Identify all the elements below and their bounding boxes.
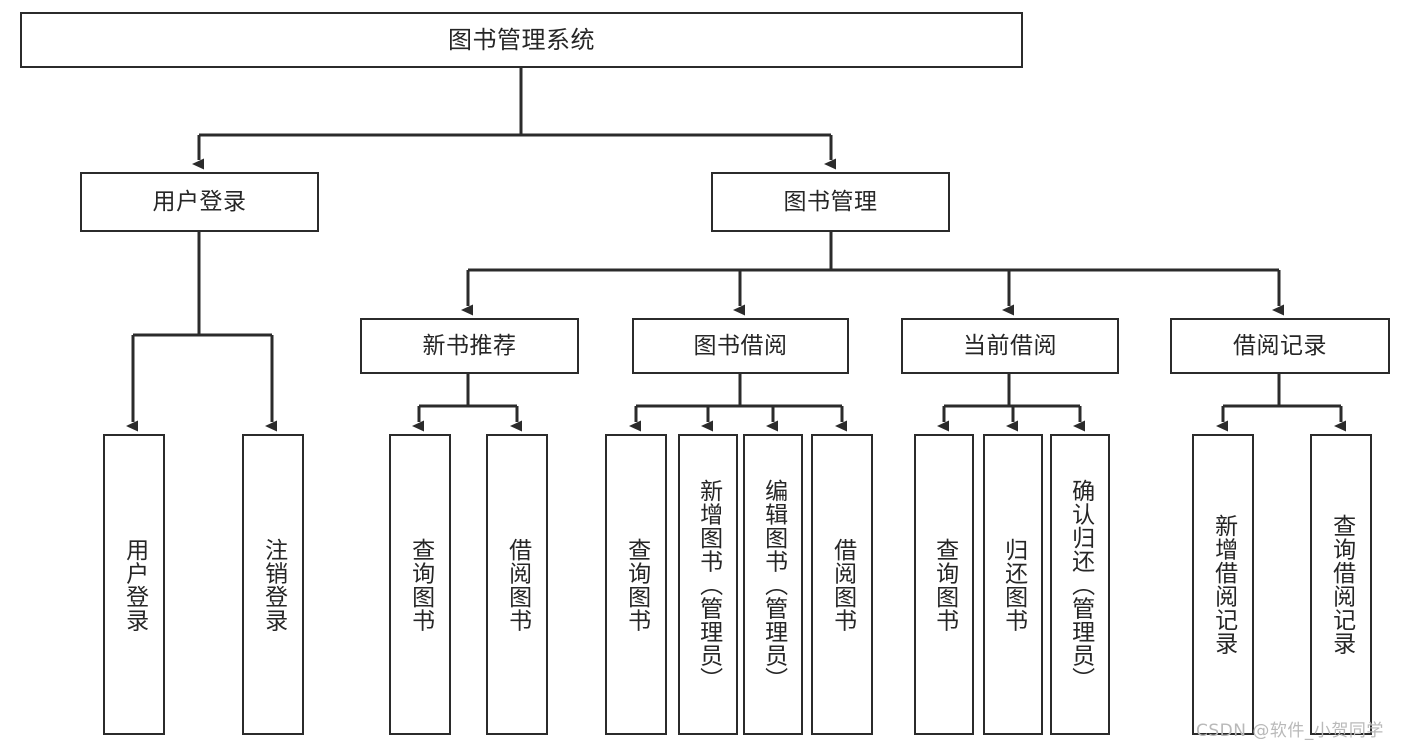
leaf-return-book[interactable]: 归还图书	[983, 434, 1043, 735]
node-book-management[interactable]: 图书管理	[711, 172, 950, 232]
leaf-query-book-recommend-label: 查询图书	[407, 537, 434, 632]
leaf-query-book-recommend[interactable]: 查询图书	[389, 434, 451, 735]
leaf-borrow-book-recommend[interactable]: 借阅图书	[486, 434, 548, 735]
leaf-user-logout-label: 注销登录	[260, 537, 287, 632]
leaf-query-book-borrow[interactable]: 查询图书	[605, 434, 667, 735]
node-book-borrow[interactable]: 图书借阅	[632, 318, 849, 374]
node-user-login-label: 用户登录	[152, 188, 247, 215]
leaf-confirm-return-admin-label: 确认归还（管理员）	[1067, 478, 1094, 691]
node-current-borrow-label: 当前借阅	[963, 332, 1057, 359]
leaf-edit-book-admin-label: 编辑图书（管理员）	[760, 478, 787, 691]
node-book-borrow-label: 图书借阅	[693, 332, 788, 359]
leaf-user-logout[interactable]: 注销登录	[242, 434, 304, 735]
node-book-management-label: 图书管理	[783, 188, 878, 215]
leaf-add-borrow-record-label: 新增借阅记录	[1210, 514, 1237, 655]
leaf-add-book-admin[interactable]: 新增图书（管理员）	[678, 434, 738, 735]
leaf-user-login[interactable]: 用户登录	[103, 434, 165, 735]
leaf-query-book-borrow-label: 查询图书	[623, 537, 650, 632]
leaf-borrow-book-recommend-label: 借阅图书	[504, 537, 531, 632]
node-new-book-recommend[interactable]: 新书推荐	[360, 318, 579, 374]
node-current-borrow[interactable]: 当前借阅	[901, 318, 1119, 374]
leaf-return-book-label: 归还图书	[1000, 537, 1027, 632]
node-root-system[interactable]: 图书管理系统	[20, 12, 1023, 68]
leaf-add-book-admin-label: 新增图书（管理员）	[695, 478, 722, 691]
node-borrow-records[interactable]: 借阅记录	[1170, 318, 1390, 374]
leaf-borrow-book[interactable]: 借阅图书	[811, 434, 873, 735]
csdn-watermark: CSDN @软件_小贺同学	[1196, 721, 1384, 741]
leaf-query-borrow-record[interactable]: 查询借阅记录	[1310, 434, 1372, 735]
leaf-query-borrow-record-label: 查询借阅记录	[1328, 514, 1355, 655]
leaf-confirm-return-admin[interactable]: 确认归还（管理员）	[1050, 434, 1110, 735]
leaf-query-book-current-label: 查询图书	[931, 537, 958, 632]
node-new-book-recommend-label: 新书推荐	[422, 332, 517, 359]
node-borrow-records-label: 借阅记录	[1233, 332, 1327, 359]
node-user-login[interactable]: 用户登录	[80, 172, 319, 232]
node-root-system-label: 图书管理系统	[448, 26, 595, 54]
leaf-borrow-book-label: 借阅图书	[829, 537, 856, 632]
leaf-query-book-current[interactable]: 查询图书	[914, 434, 974, 735]
leaf-add-borrow-record[interactable]: 新增借阅记录	[1192, 434, 1254, 735]
leaf-user-login-label: 用户登录	[121, 537, 148, 632]
leaf-edit-book-admin[interactable]: 编辑图书（管理员）	[743, 434, 803, 735]
